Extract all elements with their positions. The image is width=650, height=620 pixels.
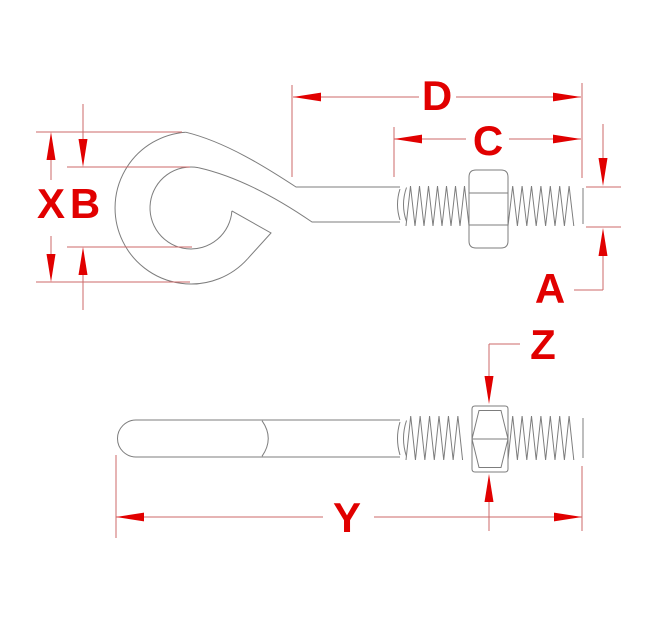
c-arrow-right (553, 134, 581, 144)
rod-outline (117, 419, 400, 458)
threads-plan-left (405, 415, 464, 461)
d-label: D (422, 72, 452, 119)
z-label: Z (530, 321, 556, 368)
z-arrow-up (484, 474, 494, 502)
eye-inner-arc (149, 166, 233, 250)
shank-top-line (185, 131, 400, 188)
x-arrow-up (46, 132, 56, 160)
hex-nut-plan (471, 405, 509, 473)
z-leader-lines (488, 343, 520, 531)
dimension-X: X (36, 131, 190, 283)
x-extension-lines (36, 131, 190, 283)
c-label: C (473, 117, 503, 164)
d-arrow-right (553, 92, 581, 102)
eye-bolt-plan-view (117, 405, 584, 473)
b-arrow-up (78, 247, 88, 275)
dimension-A: A (535, 124, 621, 312)
threads-plan-right (507, 415, 575, 461)
a-label: A (535, 265, 565, 312)
a-arrow-down (598, 158, 608, 186)
shank-bottom-line (197, 167, 400, 223)
a-extension-lines (574, 124, 621, 291)
dimension-D: D (291, 72, 583, 178)
thread-runout-plan (397, 420, 407, 457)
hex-nut-plan-facets (471, 410, 509, 468)
c-arrow-left (394, 134, 422, 144)
z-arrow-down (484, 376, 494, 404)
a-arrow-up (598, 228, 608, 256)
eye-end-edge (261, 420, 269, 457)
d-extension-lines (291, 83, 583, 178)
b-extension-lines (67, 104, 192, 310)
y-label: Y (333, 494, 361, 541)
dimension-Y: Y (115, 455, 583, 541)
thread-runout-side (397, 187, 407, 222)
y-arrow-right (554, 512, 582, 522)
y-extension-lines (115, 455, 583, 538)
x-arrow-down (46, 254, 56, 282)
d-arrow-left (293, 92, 321, 102)
x-label: X (37, 180, 65, 227)
eye-wire-cut-end (231, 210, 272, 260)
b-label: B (70, 180, 100, 227)
hex-nut-side (468, 169, 509, 249)
eye-bolt-side-view (114, 131, 584, 285)
eye-outer-arc (114, 131, 248, 285)
dimension-C: C (393, 117, 581, 177)
dimension-Z: Z (484, 321, 556, 531)
threads-side-right (507, 185, 575, 227)
threads-side-left (405, 185, 470, 227)
dimension-B: B (67, 104, 192, 310)
hex-nut-side-facets (469, 192, 508, 226)
y-arrow-left (116, 512, 144, 522)
b-arrow-down (78, 139, 88, 167)
